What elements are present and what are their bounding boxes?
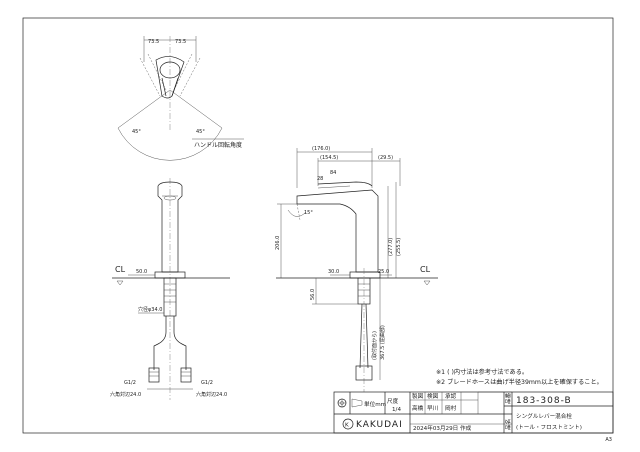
dim-total: (176.0)	[312, 146, 330, 152]
hex-left: 六角対辺24.0	[110, 391, 141, 398]
part-name-line2: (トール・フロストミント)	[516, 424, 582, 431]
scale-label: 尺度	[387, 397, 399, 405]
angle-left-label: 45°	[132, 129, 141, 135]
dim-25: 25.0	[378, 269, 389, 275]
svg-text:K: K	[345, 423, 349, 429]
thread-left: G1/2	[124, 380, 136, 386]
projection-symbol-icon	[337, 398, 347, 408]
note-2: ※2 ブレードホースは曲げ半径39mm以上を確保すること。	[436, 378, 603, 386]
dim-r: 84	[330, 170, 336, 176]
drawing-date: 2024年03月29日 作成	[413, 424, 472, 432]
hex-right: 六角対辺24.0	[196, 391, 227, 398]
side-label-part-name: 品名	[504, 419, 512, 430]
kakudai-logo: K KAKUDAI	[342, 418, 403, 430]
drawing-border	[22, 17, 614, 434]
sheet-size: A3	[605, 437, 612, 443]
dim-hose-side: (取付面から)	[371, 331, 378, 360]
scale-value: 1/4	[392, 407, 401, 413]
front-view: CL 50.0 穴径φ34.0 G1/2 G1/2 六角対辺24.0 六角対辺2…	[110, 178, 230, 400]
dim-spout: (154.5)	[320, 155, 338, 161]
dim-hose: 367.5 (屈曲部)	[379, 325, 386, 360]
sign-approve: 岡村	[445, 404, 457, 412]
dim-r2: 28	[317, 176, 323, 182]
title-block: 単位mm 尺度 1/4 製図 検図 承認 高橋 早川 岡村 K KAKUDAI …	[333, 391, 614, 434]
side-label-part-no: 品番	[505, 392, 512, 404]
angle-caption: ハンドル回転角度	[194, 141, 242, 149]
dim-top-right: (29.5)	[378, 155, 393, 161]
dim-front-base: 50.0	[136, 269, 147, 275]
dim-30: 30.0	[328, 269, 339, 275]
unit-label: 単位mm	[364, 400, 386, 408]
dim-angle-right: 73.5	[175, 39, 186, 45]
note-1: ※1 ( )内寸法は参考寸法である。	[436, 368, 528, 376]
dim-angle-left: 73.5	[148, 39, 159, 45]
part-number: 183-308-B	[516, 396, 572, 406]
head-draw: 製図	[412, 392, 424, 400]
part-name-line1: シングルレバー混合栓	[516, 412, 572, 420]
sign-draw: 高橋	[412, 404, 424, 412]
side-view: (176.0) (154.5) (29.5) 84 28 15° 206.0 (…	[275, 146, 438, 392]
brand-name: KAKUDAI	[356, 420, 403, 430]
angle-right-label: 45°	[196, 129, 205, 135]
head-approve: 承認	[445, 392, 457, 400]
dim-277: (277.0)	[388, 238, 394, 256]
side-angle: 15°	[304, 210, 313, 216]
sign-check: 早川	[427, 405, 438, 412]
dim-56: 56.0	[310, 289, 316, 300]
side-cl-label: CL	[420, 265, 431, 274]
thread-right: G1/2	[201, 380, 213, 386]
dim-hole: 穴径φ34.0	[138, 306, 162, 313]
handle-angle-view: 73.5 73.5 45° 45° ハンドル回転角度	[117, 36, 244, 161]
dim-255: (255.5)	[396, 238, 402, 256]
head-check: 検図	[427, 392, 439, 400]
front-cl-label: CL	[115, 265, 126, 274]
dim-height: 206.0	[275, 236, 281, 250]
